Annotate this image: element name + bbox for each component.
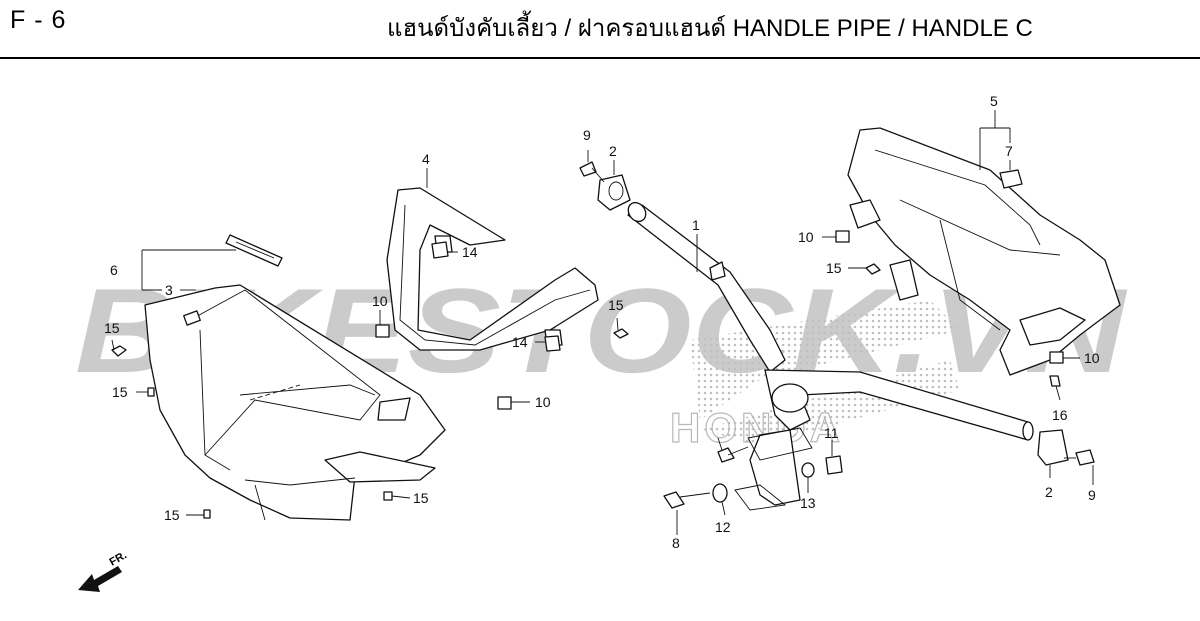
- screws-15-right: [613, 263, 1061, 387]
- callout-10: 10: [798, 229, 814, 245]
- header-divider: [0, 57, 1200, 59]
- callout-6: 6: [110, 262, 118, 278]
- callout-15: 15: [104, 320, 120, 336]
- callout-14: 14: [462, 244, 478, 260]
- callout-10: 10: [1084, 350, 1100, 366]
- fr-label: FR.: [108, 549, 129, 568]
- callout-15: 15: [826, 260, 842, 276]
- callout-15: 15: [164, 507, 180, 523]
- callout-15: 15: [608, 297, 624, 313]
- handle-weight-rubbers: [597, 174, 1069, 466]
- callout-15: 15: [112, 384, 128, 400]
- callout-3: 3: [165, 282, 173, 298]
- honda-logo-text: HONDA: [670, 404, 844, 451]
- emblem-honda: [225, 234, 283, 267]
- callout-11: 11: [824, 425, 839, 441]
- callout-7: 7: [1005, 143, 1013, 159]
- callout-1: 1: [692, 217, 700, 233]
- page-header: F - 6 แฮนด์บังคับเลี้ยว / ฝาครอบแฮนด์ HA…: [0, 0, 1200, 60]
- leader-lines: [111, 110, 1094, 535]
- clip-nut-10-left: [375, 324, 512, 410]
- page-code: F - 6: [10, 6, 67, 34]
- callout-9: 9: [583, 127, 591, 143]
- badge-7: [999, 169, 1023, 189]
- callout-5: 5: [990, 93, 998, 109]
- callout-8: 8: [672, 535, 680, 551]
- callout-15: 16: [1052, 407, 1068, 423]
- callout-2: 2: [609, 143, 617, 159]
- callout-9: 9: [1088, 487, 1096, 503]
- parts-diagram: BIKESTOCK.VN HONDA: [75, 93, 1128, 592]
- front-direction-marker: FR.: [78, 549, 129, 592]
- rear-handle-cover: [847, 127, 1121, 376]
- callout-labels: 1 2 2 3 4 5 6 7 8 9 9 10 10 10 10 11 12 …: [104, 93, 1100, 551]
- bolts-9: [579, 161, 1095, 466]
- callout-10: 10: [372, 293, 388, 309]
- screws-15-left: [111, 345, 393, 519]
- callout-15: 15: [413, 490, 429, 506]
- handle-pipe: [627, 201, 1034, 511]
- callout-12: 12: [715, 519, 731, 535]
- callout-2: 2: [1045, 484, 1053, 500]
- small-hardware: [663, 446, 843, 509]
- page-title: แฮนด์บังคับเลี้ยว / ฝาครอบแฮนด์ HANDLE P…: [387, 15, 1033, 42]
- clip-nut-10-right: [835, 230, 1064, 364]
- clips-14: [431, 241, 561, 352]
- callout-10: 10: [535, 394, 551, 410]
- callout-4: 4: [422, 151, 430, 167]
- callout-14: 14: [512, 334, 528, 350]
- front-handle-cover: [144, 284, 446, 521]
- fr-arrow-icon: [78, 566, 122, 592]
- callout-13: 13: [800, 495, 816, 511]
